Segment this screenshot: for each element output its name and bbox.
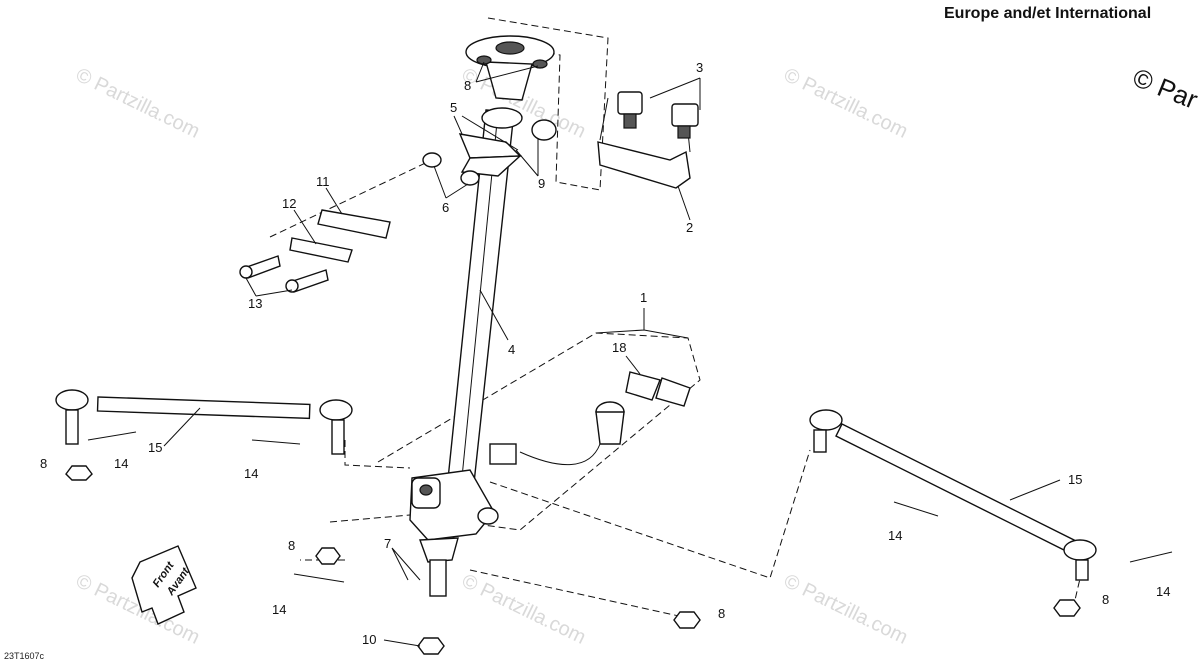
callout-8-right-center: 8 xyxy=(718,606,725,621)
callout-3: 3 xyxy=(696,60,703,75)
tie-rod-path-left xyxy=(344,440,411,469)
callout-1: 1 xyxy=(640,290,647,305)
shim-plate xyxy=(317,209,391,239)
leader-4 xyxy=(479,289,509,341)
leader-18 xyxy=(625,355,641,375)
callout-8-center: 8 xyxy=(288,538,295,553)
bolt-upper xyxy=(239,255,281,279)
clamp-plate xyxy=(289,237,353,263)
ignition-key-set xyxy=(625,371,691,407)
callout-15-right: 15 xyxy=(1068,472,1082,487)
nut-bottom xyxy=(417,637,445,655)
callout-11: 11 xyxy=(316,174,330,189)
switch-right xyxy=(671,103,699,139)
callout-8-top: 8 xyxy=(464,78,471,93)
callout-5: 5 xyxy=(450,100,457,115)
figure-code: 23T1607c xyxy=(4,651,45,661)
cotter-pin xyxy=(1129,551,1173,563)
callout-8-right: 8 xyxy=(1102,592,1109,607)
tie-rod-right xyxy=(809,409,1097,581)
leader-3 xyxy=(649,77,701,110)
callout-7: 7 xyxy=(384,536,391,551)
upper-flange xyxy=(465,35,555,101)
leader-1 xyxy=(595,308,689,339)
callout-9: 9 xyxy=(538,176,545,191)
leader-15-right xyxy=(1009,479,1061,501)
cotter-pin xyxy=(893,501,939,517)
cotter-pin xyxy=(293,573,345,583)
callout-14-left: 14 xyxy=(114,456,128,471)
leader-10 xyxy=(383,639,421,647)
callout-15-left: 15 xyxy=(148,440,162,455)
callout-12: 12 xyxy=(282,196,296,211)
region-title: Europe and/et International xyxy=(944,5,1152,22)
callout-10: 10 xyxy=(362,632,376,647)
tie-rod-left xyxy=(55,389,353,455)
nut-left xyxy=(65,465,93,481)
leader-6 xyxy=(433,165,469,199)
callout-14-right: 14 xyxy=(888,528,902,543)
cotter-pin xyxy=(87,431,137,441)
nut-right-center xyxy=(673,611,701,629)
leader-7 xyxy=(391,547,421,581)
leader-13 xyxy=(245,277,293,297)
switch-left xyxy=(617,91,643,129)
callout-4: 4 xyxy=(508,342,515,357)
callout-14-far-right: 14 xyxy=(1156,584,1170,599)
pitman-arm xyxy=(409,469,499,597)
callout-14-bottom: 14 xyxy=(272,602,286,617)
leader-11 xyxy=(325,187,343,215)
front-direction-arrow: Front Avant xyxy=(131,545,197,625)
assembly-outline-lower xyxy=(377,332,701,531)
bolt-lower xyxy=(285,269,329,293)
cotter-pin xyxy=(251,439,301,445)
callout-14-center: 14 xyxy=(244,466,258,481)
callout-2: 2 xyxy=(686,220,693,235)
callout-18: 18 xyxy=(612,340,626,355)
ignition-switch xyxy=(489,401,625,466)
leader-12 xyxy=(293,209,317,245)
callout-13: 13 xyxy=(248,296,262,311)
column-clamp xyxy=(422,107,557,186)
leader-8-top xyxy=(475,61,539,83)
assembly-outline-clamp xyxy=(269,157,437,238)
callout-8-left: 8 xyxy=(40,456,47,471)
tie-rod-path-right xyxy=(489,449,811,579)
nut-path-right xyxy=(469,569,689,619)
leader-15-left xyxy=(163,407,201,447)
nut-path-lower xyxy=(329,514,411,523)
nut-center xyxy=(315,547,341,565)
callout-6: 6 xyxy=(442,200,449,215)
leader-9 xyxy=(515,138,539,177)
leader-5 xyxy=(453,115,519,151)
leader-2 xyxy=(677,185,691,221)
nut-right xyxy=(1053,599,1081,617)
